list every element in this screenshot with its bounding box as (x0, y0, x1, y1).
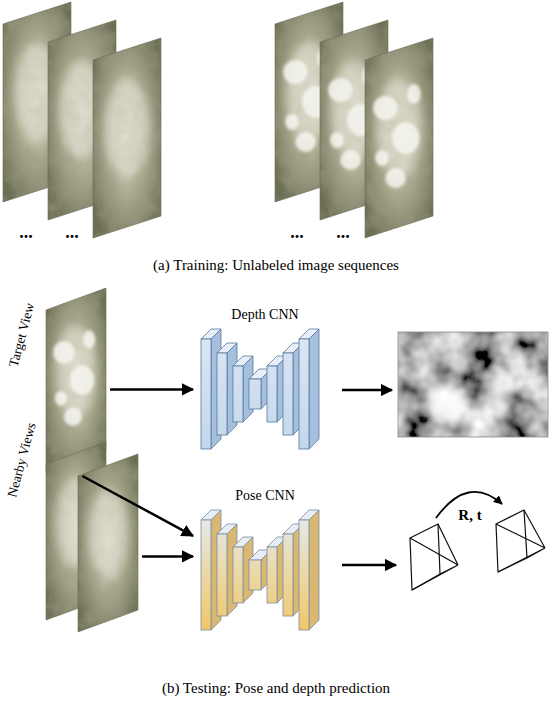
depth-highlight (423, 388, 467, 422)
layer-front (201, 339, 211, 449)
network-block: Depth CNN (195, 306, 335, 454)
tissue-highlight (340, 150, 360, 170)
output-arrow (342, 564, 396, 567)
output-arrow (342, 389, 392, 392)
frustum-base (410, 524, 440, 590)
frame-border (46, 288, 106, 472)
ellipsis: ... (336, 222, 350, 243)
subfigure-caption: (b) Testing: Pose and depth prediction (162, 680, 390, 697)
tissue-texture (78, 454, 138, 632)
tissue-highlight (285, 114, 299, 130)
tissue-highlight (83, 330, 95, 348)
tissue-highlight (88, 490, 128, 579)
tissue-highlight (70, 365, 94, 394)
frame-content (93, 38, 161, 238)
layer-front (267, 366, 277, 422)
flow-arrow (82, 476, 193, 536)
tissue (365, 38, 433, 238)
frustum-base (496, 510, 527, 572)
layer-front (217, 353, 227, 435)
camera-frustum (410, 524, 458, 590)
frustum-edges (410, 524, 458, 590)
network-title: Pose CNN (195, 487, 335, 505)
frustum-edges (496, 510, 545, 572)
encoder-decoder (195, 324, 335, 454)
tissue-highlight (64, 408, 82, 426)
network-block: Pose CNN (195, 487, 335, 635)
tissue-highlight (392, 122, 419, 154)
tissue (93, 38, 161, 238)
layer-front (299, 520, 309, 630)
depth-highlight (492, 368, 508, 416)
tissue-highlight (53, 341, 75, 363)
frame-border (78, 454, 138, 632)
tissue-highlight (283, 60, 307, 84)
view-label: Nearby Views (4, 421, 39, 499)
tissue-highlight (373, 96, 397, 120)
depth-map (398, 332, 548, 437)
endoscopy-frame (78, 454, 138, 632)
tissue-highlight (385, 168, 405, 188)
endoscopy-frame (365, 38, 433, 238)
layer-front (233, 366, 243, 422)
frame-border (93, 38, 161, 238)
encoder-decoder (195, 505, 335, 635)
transform-label: R, t (458, 507, 481, 524)
flow-arrow (110, 388, 193, 391)
frame-content (365, 38, 433, 238)
layer-front (233, 547, 243, 603)
frame-border (365, 38, 433, 238)
tissue-texture (93, 38, 161, 238)
layer-front (299, 339, 309, 449)
tissue (78, 454, 138, 632)
ellipsis: ... (65, 222, 79, 243)
layer-front (201, 520, 211, 630)
image-frames (3, 2, 433, 632)
endoscopy-frame (93, 38, 161, 238)
frame-content (78, 454, 138, 632)
flow-arrow (142, 555, 193, 558)
layer-side (309, 329, 319, 449)
layer-front (249, 560, 261, 590)
depth-map-border (398, 332, 548, 437)
tissue-texture (46, 288, 106, 472)
camera-frustum (496, 510, 545, 572)
subfigure-caption: (a) Training: Unlabeled image sequences (153, 257, 399, 274)
tissue-highlight (328, 78, 352, 102)
network-layer (299, 329, 319, 449)
layer-side (309, 510, 319, 630)
tissue (46, 288, 106, 472)
tissue-highlight (330, 132, 344, 148)
ellipsis: ... (19, 222, 33, 243)
layer-front (249, 379, 261, 409)
layer-front (267, 547, 277, 603)
network-layer (299, 510, 319, 630)
tissue-highlight (295, 132, 315, 152)
layer-front (217, 534, 227, 616)
layer-front (283, 534, 293, 616)
view-label: Target View (6, 301, 38, 369)
tissue-highlight (375, 150, 389, 166)
tissue-texture (365, 38, 433, 238)
tissue-highlight (55, 391, 67, 406)
depth-map-image (398, 332, 548, 437)
network-title: Depth CNN (195, 306, 335, 324)
layer-front (283, 353, 293, 435)
ellipsis: ... (290, 222, 304, 243)
frame-content (46, 288, 106, 472)
tissue-highlight (105, 78, 150, 178)
endoscopy-frame (46, 288, 106, 472)
image-input: Nearby Views (44, 440, 140, 634)
image-input: Target View (44, 286, 108, 474)
tissue-highlight (407, 84, 421, 104)
